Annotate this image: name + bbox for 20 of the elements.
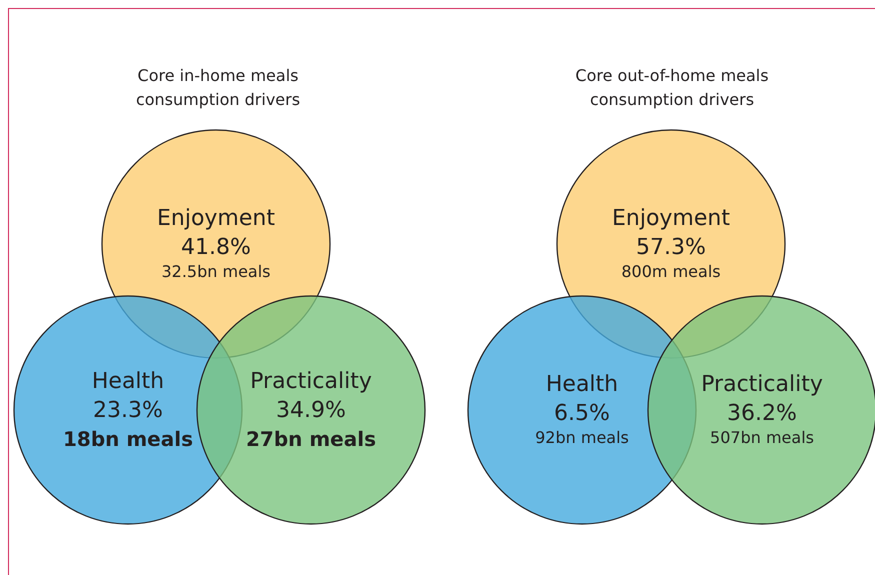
- percentage-value: 6.5%: [554, 400, 610, 428]
- diagram-heading: Core out-of-home meals consumption drivers: [574, 65, 770, 111]
- percentage-value: 57.3%: [636, 234, 706, 262]
- meal-count: 18bn meals: [62, 426, 193, 452]
- driver-name: Practicality: [250, 368, 372, 396]
- meal-count: 92bn meals: [535, 428, 629, 449]
- driver-name: Enjoyment: [157, 205, 275, 233]
- diagram-heading: Core in-home meals consumption drivers: [134, 65, 302, 111]
- percentage-value: 41.8%: [181, 234, 251, 262]
- percentage-value: 36.2%: [727, 400, 797, 428]
- meal-count: 27bn meals: [246, 426, 376, 452]
- driver-name: Health: [92, 368, 164, 396]
- percentage-value: 34.9%: [276, 397, 346, 425]
- meal-count: 800m meals: [621, 262, 721, 283]
- meal-count: 32.5bn meals: [161, 262, 271, 283]
- driver-name: Practicality: [701, 371, 823, 399]
- driver-name: Enjoyment: [612, 205, 730, 233]
- driver-name: Health: [546, 371, 618, 399]
- percentage-value: 23.3%: [93, 397, 163, 425]
- meal-count: 507bn meals: [710, 428, 814, 449]
